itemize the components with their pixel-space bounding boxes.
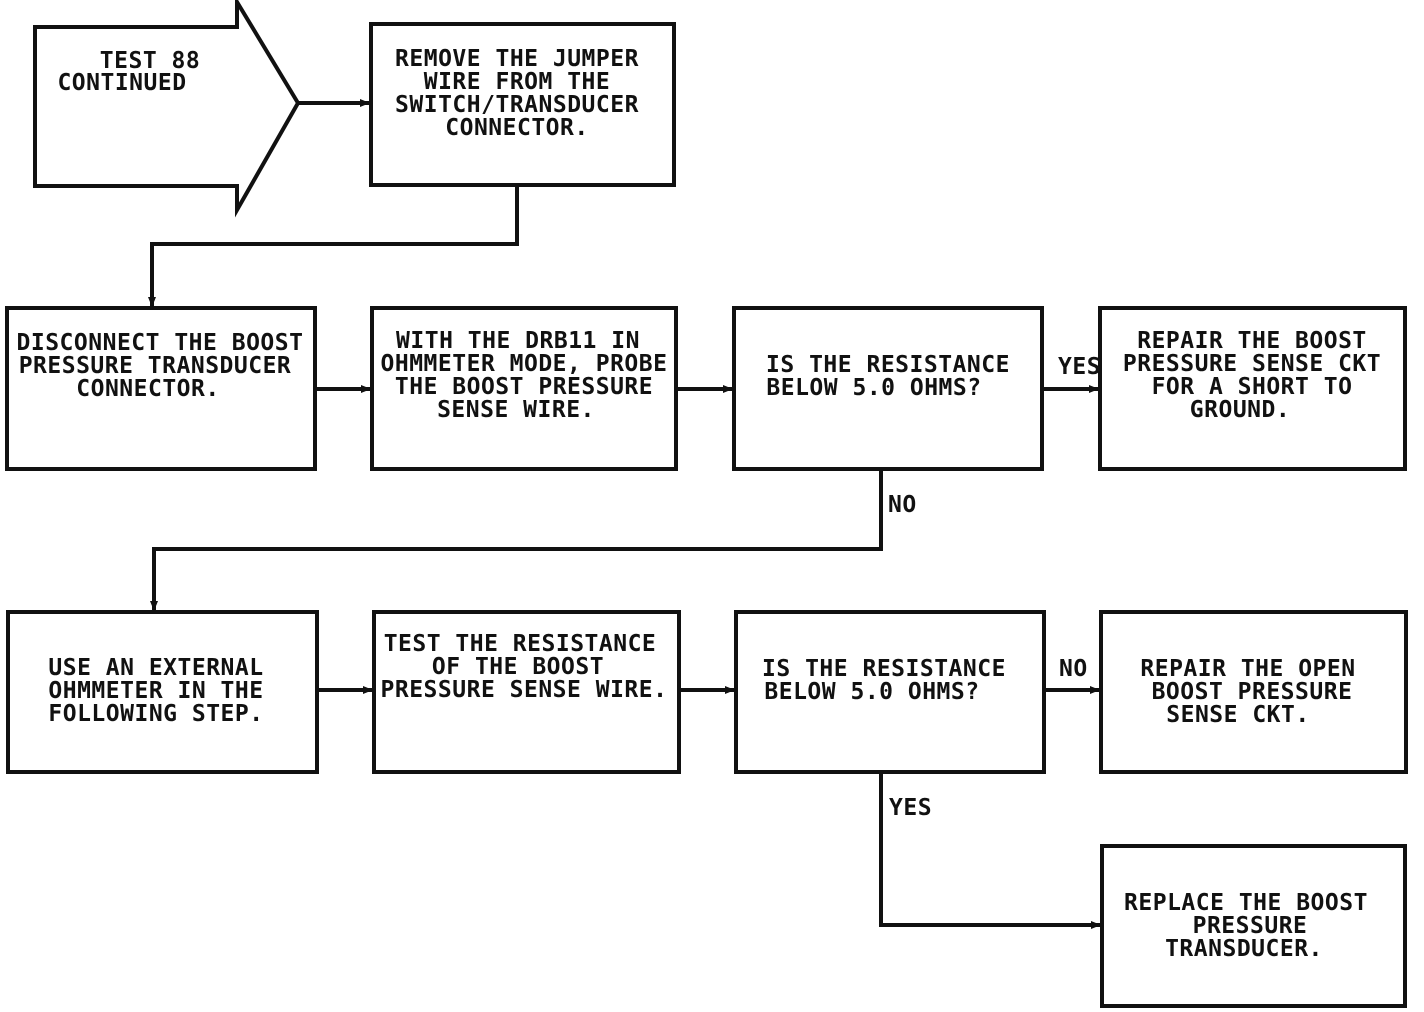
box-repair-open: REPAIR THE OPEN BOOST PRESSURE SENSE CKT… bbox=[1099, 610, 1408, 774]
replace-line-3: TRANSDUCER. bbox=[1165, 936, 1323, 962]
box-test-resistance: TEST THE RESISTANCE OF THE BOOST PRESSUR… bbox=[372, 610, 681, 774]
start-label-line-1: TEST 88 bbox=[100, 48, 200, 74]
test-resistance-line-2: OF THE BOOST bbox=[432, 654, 604, 680]
label-question-1-no: NO bbox=[888, 492, 917, 518]
question-1-line-2: BELOW 5.0 OHMS? bbox=[766, 375, 981, 401]
box-question-2: IS THE RESISTANCE BELOW 5.0 OHMS? bbox=[734, 610, 1046, 774]
connector-remove-to-disconnect bbox=[148, 185, 519, 307]
repair-open-line-1: REPAIR THE OPEN bbox=[1140, 656, 1355, 682]
replace-line-1: REPLACE THE BOOST bbox=[1124, 890, 1368, 916]
box-question-1: IS THE RESISTANCE BELOW 5.0 OHMS? bbox=[732, 306, 1044, 471]
question-2-line-2: BELOW 5.0 OHMS? bbox=[764, 679, 979, 705]
label-question-1-yes: YES bbox=[1058, 354, 1101, 380]
question-1-line-1: IS THE RESISTANCE bbox=[766, 352, 1010, 378]
disconnect-line-3: CONNECTOR. bbox=[76, 376, 219, 402]
remove-jumper-line-1: REMOVE THE JUMPER bbox=[395, 46, 639, 72]
repair-short-line-1: REPAIR THE BOOST bbox=[1137, 328, 1367, 354]
remove-jumper-line-3: SWITCH/TRANSDUCER bbox=[395, 92, 639, 118]
external-ohmmeter-line-3: FOLLOWING STEP. bbox=[48, 701, 263, 727]
question-2-line-1: IS THE RESISTANCE bbox=[762, 656, 1006, 682]
box-repair-short: REPAIR THE BOOST PRESSURE SENSE CKT FOR … bbox=[1098, 306, 1407, 471]
probe-line-2: OHMMETER MODE, PROBE bbox=[381, 351, 668, 377]
box-replace: REPLACE THE BOOST PRESSURE TRANSDUCER. bbox=[1100, 844, 1407, 1008]
probe-line-4: SENSE WIRE. bbox=[437, 397, 595, 423]
repair-short-line-3: FOR A SHORT TO bbox=[1152, 374, 1353, 400]
external-ohmmeter-line-1: USE AN EXTERNAL bbox=[48, 655, 263, 681]
external-ohmmeter-line-2: OHMMETER IN THE bbox=[48, 678, 263, 704]
replace-line-2: PRESSURE bbox=[1193, 913, 1308, 939]
repair-open-line-2: BOOST PRESSURE bbox=[1152, 679, 1353, 705]
box-probe: WITH THE DRB11 IN OHMMETER MODE, PROBE T… bbox=[370, 306, 678, 471]
start-label-line-2: CONTINUED bbox=[57, 70, 186, 96]
start-arrow-shape: TEST 88 CONTINUED bbox=[33, 0, 301, 218]
remove-jumper-line-4: CONNECTOR. bbox=[445, 115, 588, 141]
test-resistance-line-1: TEST THE RESISTANCE bbox=[384, 631, 657, 657]
repair-short-line-2: PRESSURE SENSE CKT bbox=[1123, 351, 1381, 377]
repair-short-line-4: GROUND. bbox=[1190, 397, 1290, 423]
label-question-2-yes: YES bbox=[889, 795, 932, 821]
disconnect-line-2: PRESSURE TRANSDUCER bbox=[19, 353, 292, 379]
box-disconnect: DISCONNECT THE BOOST PRESSURE TRANSDUCER… bbox=[5, 306, 317, 471]
repair-open-line-3: SENSE CKT. bbox=[1166, 702, 1309, 728]
connector-question-2-yes bbox=[879, 772, 1101, 929]
box-external-ohmmeter: USE AN EXTERNAL OHMMETER IN THE FOLLOWIN… bbox=[6, 610, 319, 774]
probe-line-3: THE BOOST PRESSURE bbox=[395, 374, 653, 400]
connector-question-1-no bbox=[150, 469, 883, 611]
probe-line-1: WITH THE DRB11 IN bbox=[396, 328, 640, 354]
remove-jumper-line-2: WIRE FROM THE bbox=[424, 69, 611, 95]
label-question-2-no: NO bbox=[1059, 656, 1088, 682]
box-remove-jumper: REMOVE THE JUMPER WIRE FROM THE SWITCH/T… bbox=[369, 22, 676, 187]
test-resistance-line-3: PRESSURE SENSE WIRE. bbox=[381, 677, 668, 703]
disconnect-line-1: DISCONNECT THE BOOST bbox=[17, 330, 304, 356]
